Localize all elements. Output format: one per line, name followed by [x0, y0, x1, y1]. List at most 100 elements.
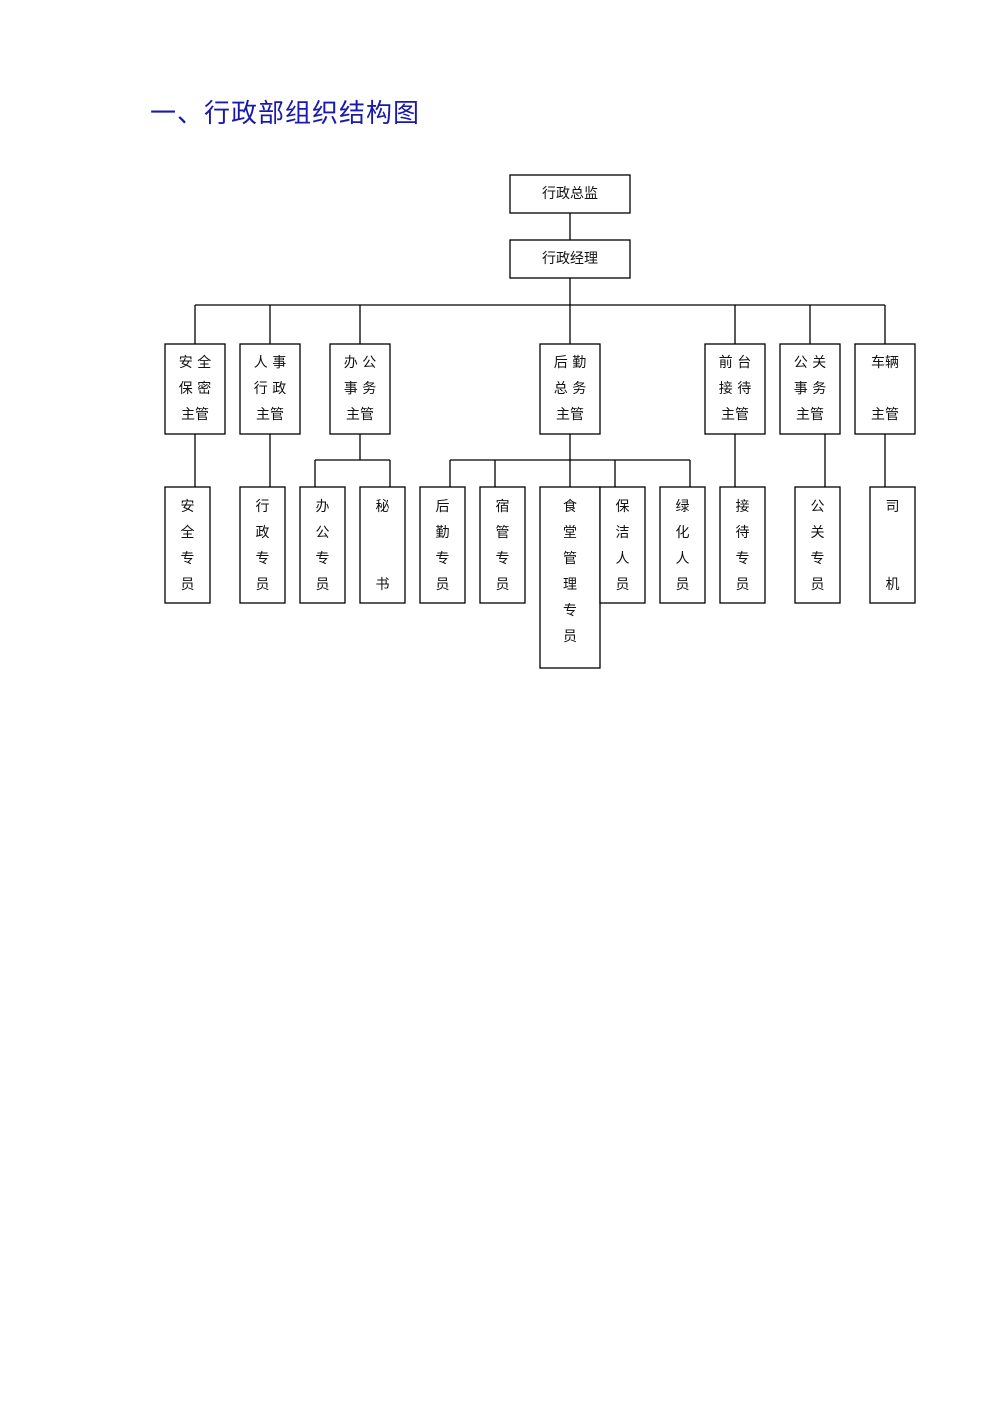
frontdesk-supervisor-node-label: 主管 [721, 407, 749, 423]
reception-staff-node-label: 待 [736, 525, 750, 541]
dorm-staff-node-box [479, 486, 526, 604]
manager-node-box [509, 239, 631, 279]
canteen-staff-node-label: 食 [563, 498, 577, 515]
pr-staff-node-label: 关 [811, 525, 825, 541]
secretary-node-label: 秘 [376, 499, 390, 515]
logistics-supervisor-node: 后 勤总 务主管 [539, 343, 601, 435]
canteen-staff-node-label: 员 [563, 629, 577, 645]
hr-supervisor-node: 人 事行 政主管 [239, 343, 301, 435]
frontdesk-supervisor-node-box [704, 343, 766, 435]
security-supervisor-node-box [164, 343, 226, 435]
secretary-node-box [359, 486, 406, 604]
connectors [194, 213, 886, 487]
driver-node-label: 机 [886, 577, 900, 593]
secretary-node-label: 书 [376, 577, 390, 593]
office-supervisor-node-label: 主管 [346, 407, 374, 423]
security-supervisor-node-label: 安 全 [179, 354, 211, 371]
logistics-staff-node-label: 后 [436, 499, 450, 515]
pr-staff-node-label: 专 [811, 551, 825, 567]
pr-supervisor-node-label: 事 务 [794, 381, 826, 397]
logistics-staff-node-label: 员 [436, 577, 450, 593]
office-staff-node-label: 办 [316, 499, 330, 515]
greening-staff-node-label: 人 [676, 551, 690, 567]
logistics-supervisor-node-label: 主管 [556, 407, 584, 423]
office-staff-node-label: 专 [316, 551, 330, 567]
dorm-staff-node-label: 管 [496, 525, 510, 541]
pr-supervisor-node-box [779, 343, 841, 435]
pr-staff-node-box [794, 486, 841, 604]
security-staff-node-label: 员 [181, 577, 195, 593]
reception-staff-node-label: 专 [736, 551, 750, 567]
director-node: 行政总监 [509, 174, 631, 214]
canteen-staff-node-label: 专 [563, 603, 577, 619]
cleaning-staff-node-label: 人 [616, 551, 630, 567]
security-supervisor-node: 安 全保 密主管 [164, 343, 226, 435]
logistics-supervisor-node-label: 总 务 [554, 381, 586, 397]
driver-node-label: 司 [886, 499, 900, 515]
manager-node-label: 行政经理 [542, 251, 598, 267]
pr-supervisor-node-label: 公 关 [794, 355, 826, 371]
driver-node-box [869, 486, 916, 604]
security-supervisor-node-label: 主管 [181, 407, 209, 423]
greening-staff-node-label: 绿 [676, 499, 690, 515]
reception-staff-node-label: 员 [736, 577, 750, 593]
security-staff-node-label: 安 [181, 499, 195, 515]
canteen-staff-node-label: 理 [563, 577, 577, 593]
cleaning-staff-node-label: 员 [616, 577, 630, 593]
security-staff-node-label: 全 [181, 524, 195, 541]
reception-staff-node-box [719, 486, 766, 604]
pr-staff-node-label: 员 [811, 577, 825, 593]
pr-supervisor-node: 公 关事 务主管 [779, 343, 841, 435]
frontdesk-supervisor-node-label: 前 台 [719, 354, 751, 371]
office-supervisor-node-box [329, 343, 391, 435]
logistics-staff-node-label: 专 [436, 551, 450, 567]
cleaning-staff-node-label: 洁 [616, 525, 630, 541]
dorm-staff-node-label: 宿 [496, 498, 510, 515]
hr-supervisor-node-box [239, 343, 301, 435]
admin-staff-node-label: 员 [256, 577, 270, 593]
office-supervisor-node-label: 事 务 [344, 381, 376, 397]
security-staff-node-box [164, 486, 211, 604]
secretary-node: 秘书 [359, 486, 406, 604]
hr-supervisor-node-label: 人 事 [254, 355, 286, 371]
dorm-staff-node-label: 专 [496, 551, 510, 567]
logistics-supervisor-node-label: 后 勤 [554, 355, 586, 371]
office-supervisor-node-label: 办 公 [344, 355, 376, 371]
vehicle-supervisor-node-box [854, 343, 916, 435]
canteen-staff-node-label: 管 [563, 551, 577, 567]
office-staff-node-label: 员 [316, 577, 330, 593]
security-staff-node-label: 专 [181, 551, 195, 567]
hr-supervisor-node-label: 行 政 [254, 381, 286, 397]
cleaning-staff-node-box [599, 486, 646, 604]
office-supervisor-node: 办 公事 务主管 [329, 343, 391, 435]
admin-staff-node-label: 政 [256, 525, 270, 541]
logistics-supervisor-node-box [539, 343, 601, 435]
logistics-staff-node-box [419, 486, 466, 604]
director-node-box [509, 174, 631, 214]
canteen-staff-node-label: 堂 [563, 525, 577, 541]
canteen-staff-node-box [539, 486, 601, 669]
frontdesk-supervisor-node-label: 接 待 [719, 380, 751, 397]
admin-staff-node-box [239, 486, 286, 604]
pr-supervisor-node-label: 主管 [796, 407, 824, 423]
admin-staff-node-label: 行 [256, 499, 270, 515]
director-node-label: 行政总监 [542, 186, 598, 202]
vehicle-supervisor-node-label: 车辆 [871, 354, 899, 371]
manager-node: 行政经理 [509, 239, 631, 279]
dorm-staff-node-label: 员 [496, 577, 510, 593]
greening-staff-node-label: 员 [676, 577, 690, 593]
vehicle-supervisor-node-label: 主管 [871, 407, 899, 423]
greening-staff-node-label: 化 [676, 525, 690, 541]
driver-node: 司机 [869, 486, 916, 604]
